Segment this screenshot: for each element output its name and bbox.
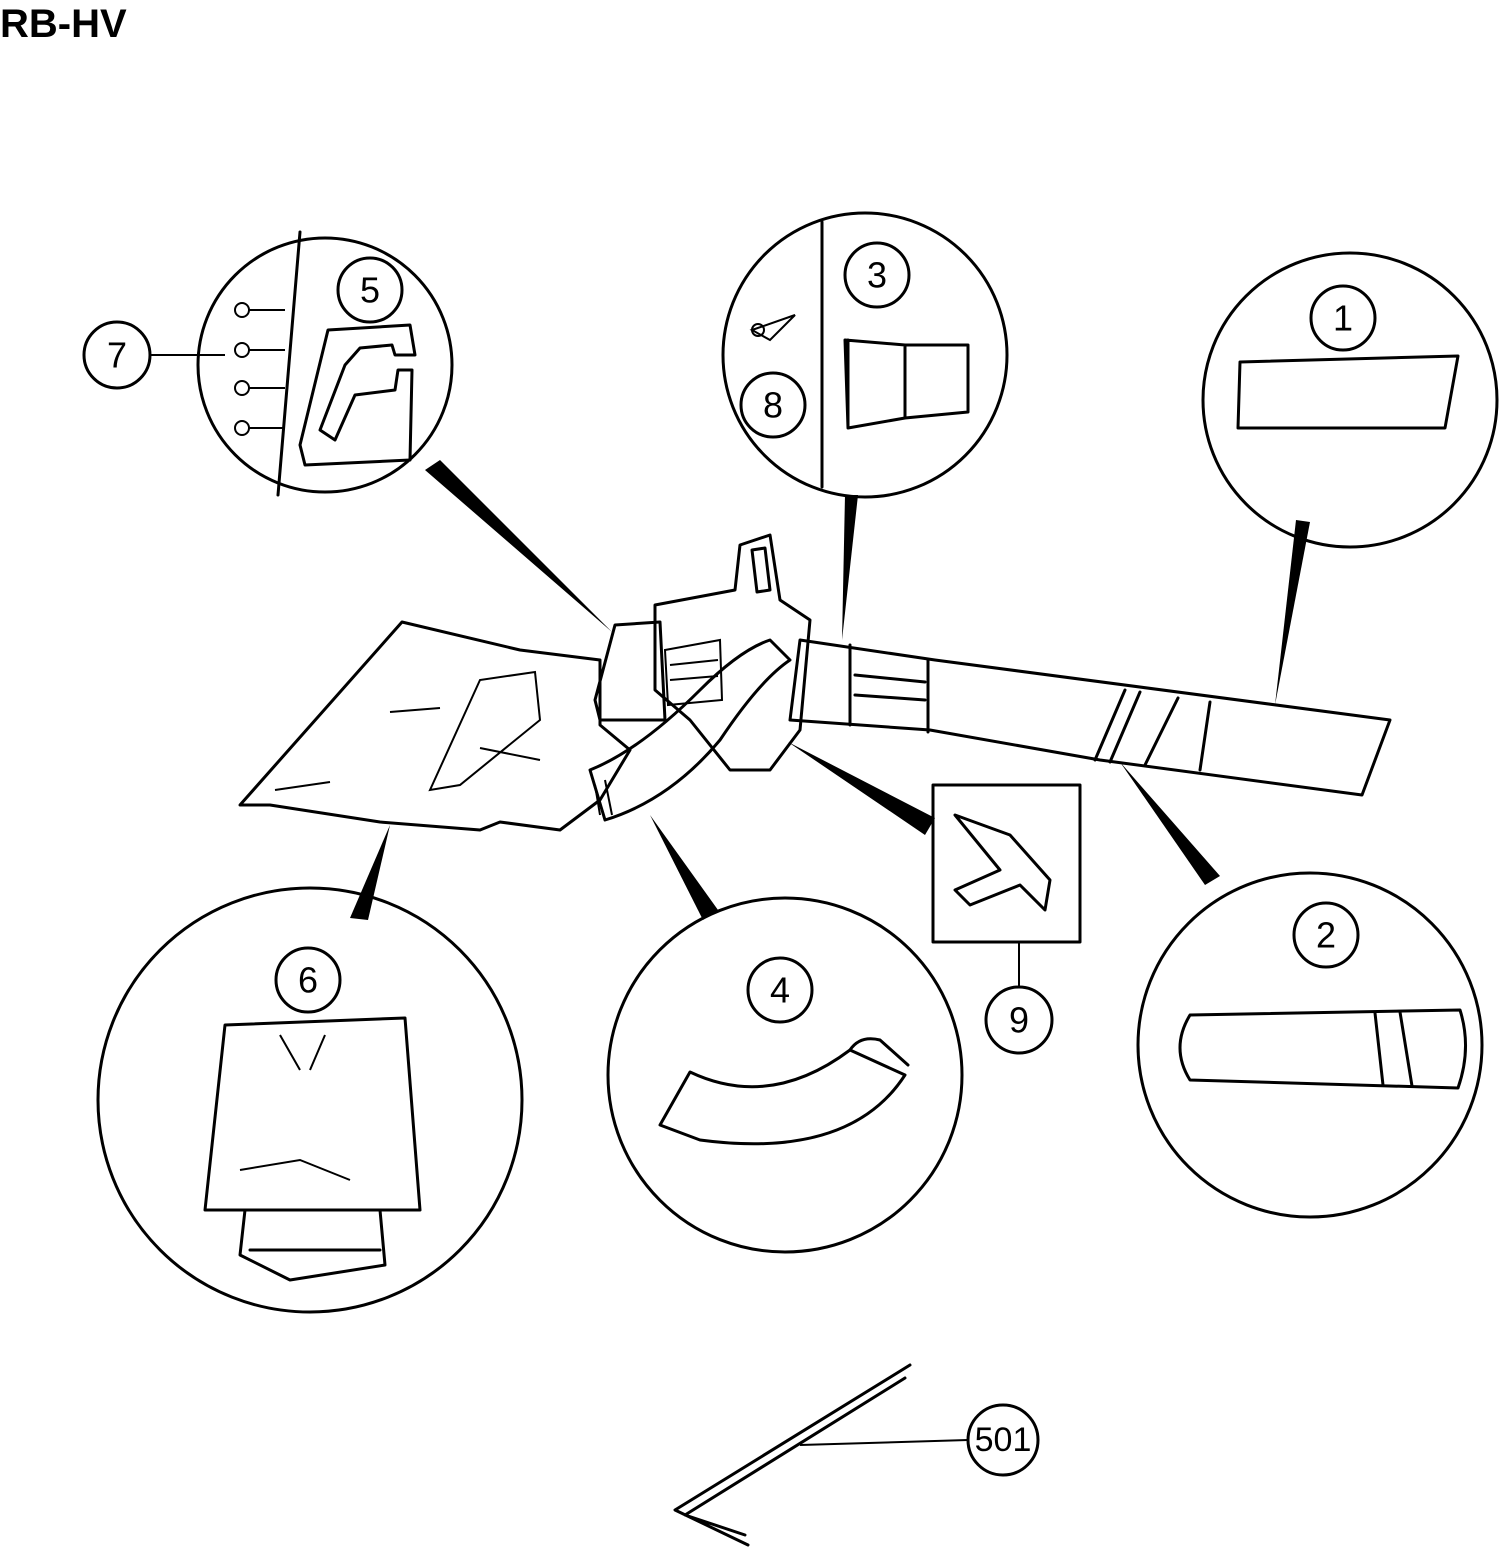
callout-5-label: 5 [360,270,380,311]
callout-2: 2 [1292,901,1360,969]
detail-circle-collection-bag [96,886,524,1314]
callout-9-label: 9 [1009,1000,1029,1041]
hex-key [673,1363,969,1547]
detail-circle-handle-screws [150,230,454,497]
callout-6: 6 [274,946,342,1014]
callout-1: 1 [1309,284,1377,352]
detail-circle-blower-tube [1136,871,1484,1219]
callout-3-label: 3 [867,255,887,296]
callout-3: 3 [843,241,911,309]
detail-circle-nozzle-tube [1201,251,1499,549]
detail-circle-elbow-tube [606,896,964,1254]
callout-4-label: 4 [770,970,790,1011]
callout-501-label: 501 [975,1421,1032,1459]
callout-7: 7 [82,320,152,390]
callout-4: 4 [746,956,814,1024]
callout-5: 5 [336,256,404,324]
diagram-title: RB-HV [0,2,127,46]
pointer-wedges [350,460,1310,920]
blower-vacuum-assembly [238,533,1392,832]
callout-6-label: 6 [298,960,318,1001]
callout-501: 501 [966,1403,1040,1477]
detail-circle-tube-connector [721,211,1009,499]
callout-2-label: 2 [1316,915,1336,956]
callout-8: 8 [739,371,807,439]
callout-8-label: 8 [763,385,783,426]
callout-9: 9 [984,985,1054,1055]
detail-box-impeller [931,783,1082,987]
callout-7-label: 7 [107,335,127,376]
callout-1-label: 1 [1333,298,1353,339]
